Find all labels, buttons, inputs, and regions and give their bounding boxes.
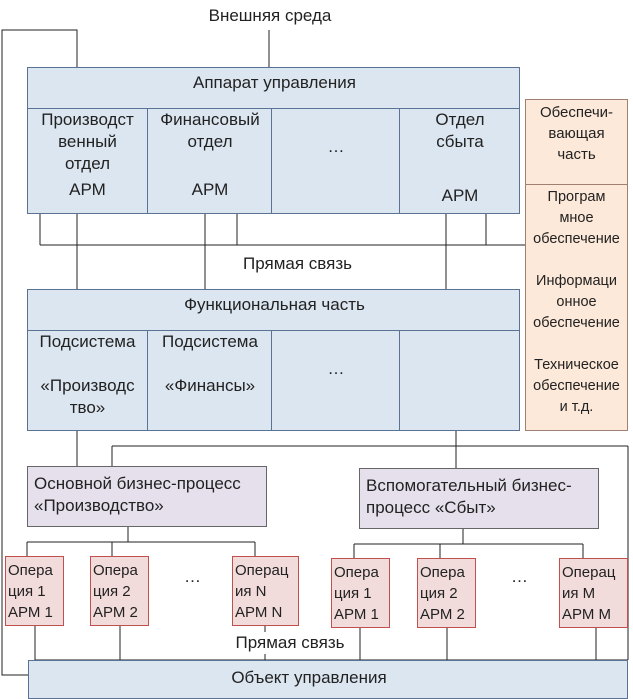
operation-right-m: Операц ия M АРМ M <box>559 558 628 628</box>
external-env-label: Внешняя среда <box>208 6 332 25</box>
direct-link-label-bottom: Прямая связь <box>225 632 355 654</box>
operation-right-1-label: Опера ция 1 АРМ 1 <box>334 564 379 623</box>
direct-link-label-top: Прямая связь <box>220 253 375 275</box>
operation-left-n-label: Операц ия N АРМ N <box>235 562 289 621</box>
operation-left-n: Операц ия N АРМ N <box>232 556 299 626</box>
external-loop-line <box>1 29 78 676</box>
operation-left-1: Опера ция 1 АРМ 1 <box>5 556 64 626</box>
department-finance-arm: АРМ <box>191 180 229 199</box>
main-business-process-box: Основной бизнес-процесс «Производство» <box>27 466 267 527</box>
department-production: Производст венный отдел <box>41 110 134 173</box>
support-part-items: Програм мное обеспечение Информаци онное… <box>533 189 620 415</box>
operation-right-1: Опера ция 1 АРМ 1 <box>331 558 390 628</box>
support-part-title: Обеспечи- вающая часть <box>539 104 614 163</box>
department-finance: Финансовый отдел <box>160 110 260 151</box>
department-production-arm: АРМ <box>69 180 106 199</box>
operation-right-ellipsis: … <box>511 567 528 586</box>
control-object-label: Объект управления <box>231 668 387 687</box>
subsystem-ellipsis: … <box>327 359 345 378</box>
functional-part-title: Функциональная часть <box>184 295 365 314</box>
department-ellipsis: … <box>327 137 345 156</box>
support-part-box: Обеспечи- вающая часть Програм мное обес… <box>525 99 628 431</box>
management-apparatus-title: Аппарат управления <box>193 73 356 92</box>
subsystem-finance: Подсистема «Финансы» <box>162 332 258 395</box>
operation-right-m-label: Операц ия M АРМ M <box>562 564 616 623</box>
operation-left-2-label: Опера ция 2 АРМ 2 <box>93 562 138 621</box>
aux-business-process-box: Вспомогательный бизнес- процесс «Сбыт» <box>359 468 599 529</box>
aux-business-process-label: Вспомогательный бизнес- процесс «Сбыт» <box>366 476 572 517</box>
subsystem-production: Подсистема «Производс тво» <box>39 332 136 417</box>
functional-part-box: Функциональная часть Подсистема «Произво… <box>27 289 520 431</box>
operation-left-ellipsis: … <box>184 567 201 586</box>
main-business-process-label: Основной бизнес-процесс «Производство» <box>34 474 241 515</box>
management-apparatus-box: Аппарат управления Производст венный отд… <box>27 67 520 214</box>
operation-left-1-label: Опера ция 1 АРМ 1 <box>8 562 53 621</box>
operation-left-2: Опера ция 2 АРМ 2 <box>90 556 149 626</box>
operation-right-2-label: Опера ция 2 АРМ 2 <box>420 564 465 623</box>
control-object-box: Объект управления <box>28 660 628 699</box>
department-sales: Отдел сбыта <box>435 110 485 151</box>
department-sales-arm: АРМ <box>441 186 479 205</box>
operation-right-2: Опера ция 2 АРМ 2 <box>417 558 476 628</box>
